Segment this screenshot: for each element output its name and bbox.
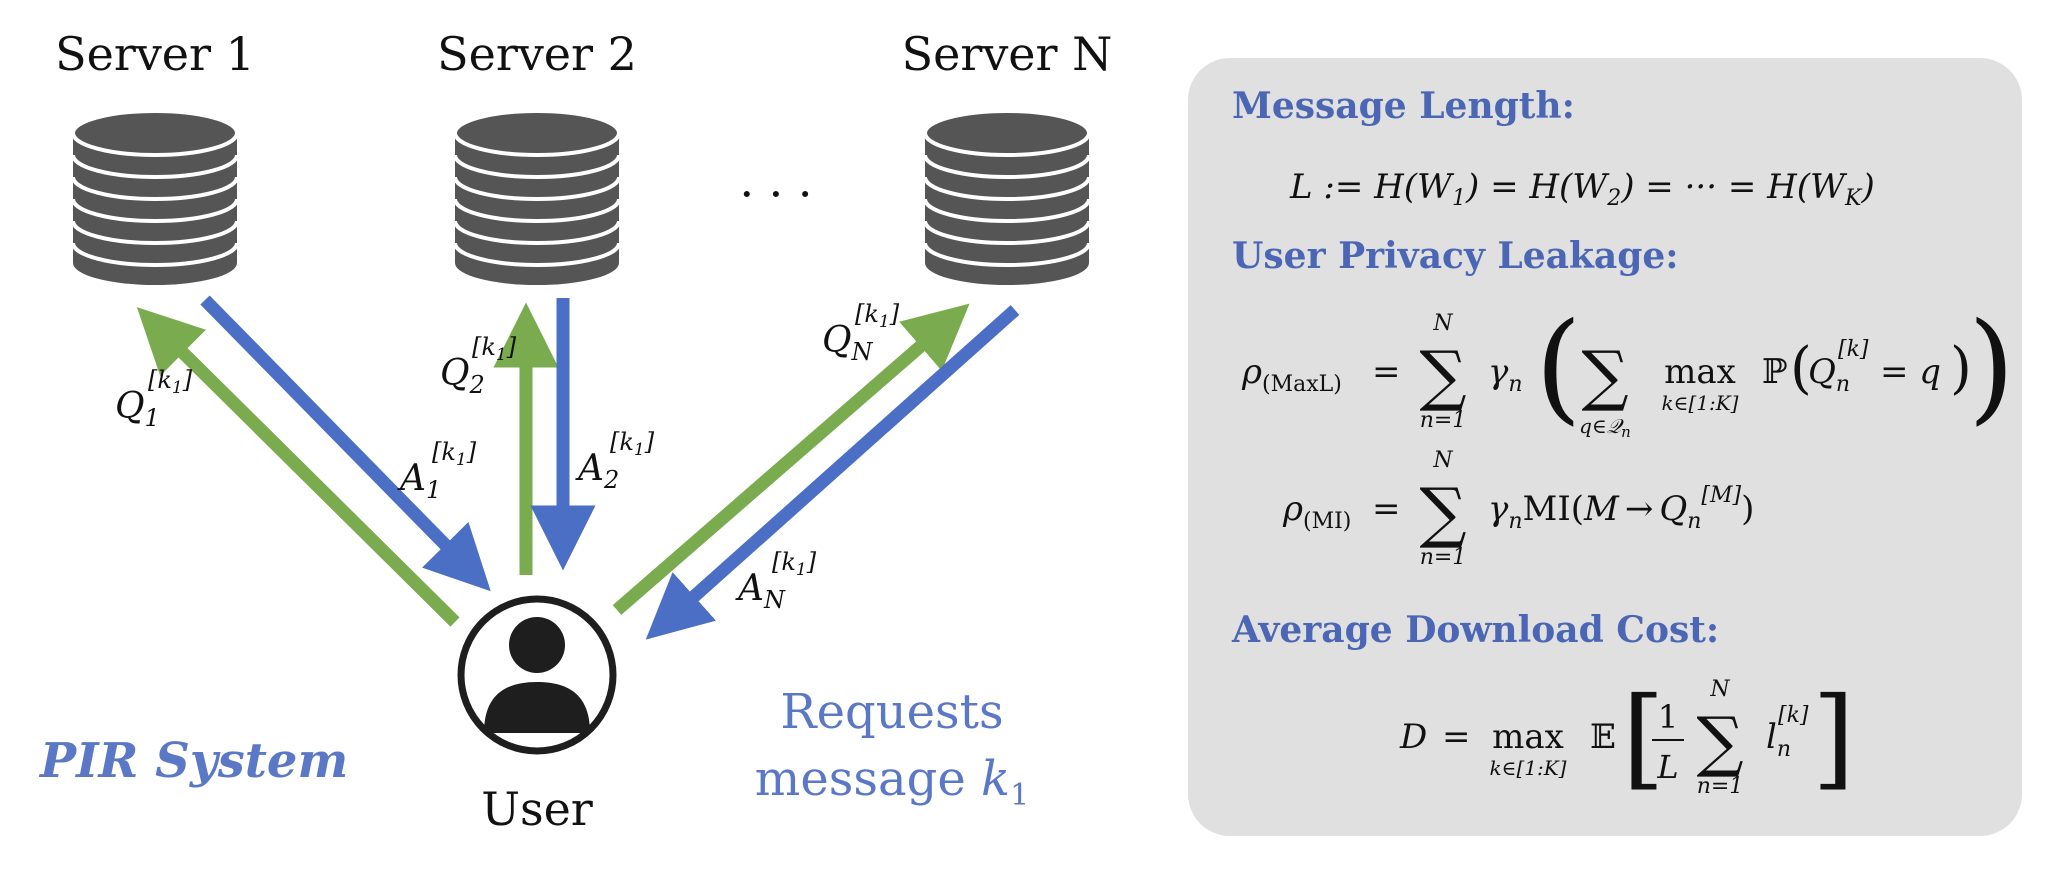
svg-text:∑: ∑ [1419, 474, 1466, 551]
answer-arrow-1 [200, 295, 491, 592]
svg-text:D: D [1399, 717, 1427, 757]
database-icon [453, 109, 621, 287]
svg-text:ρ(MaxL): ρ(MaxL) [1241, 352, 1342, 397]
privacy-title: User Privacy Leakage: [1232, 235, 1679, 277]
request-line-2: message k1 [755, 751, 1029, 813]
svg-text:1: 1 [1658, 698, 1678, 736]
svg-text:k∈[1:K]: k∈[1:K] [1662, 391, 1739, 415]
svg-text:n=1: n=1 [1420, 408, 1467, 433]
svg-text:Q1: Q1 [115, 386, 160, 432]
svg-text:N: N [1709, 677, 1730, 702]
svg-text:QN: QN [822, 320, 874, 366]
svg-text:A2: A2 [575, 448, 619, 494]
database-icon [71, 109, 239, 287]
svg-text:): ) [1950, 336, 1972, 401]
server-n-label: Server N [902, 27, 1113, 81]
svg-text:𝔼: 𝔼 [1590, 717, 1616, 757]
svg-text:[: [ [1622, 673, 1665, 801]
query-arrow-1 [136, 307, 460, 627]
database-icon [923, 109, 1091, 287]
svg-text:∑: ∑ [1696, 703, 1743, 780]
svg-text:n=1: n=1 [1420, 545, 1467, 570]
svg-text:=: = [1372, 489, 1401, 529]
svg-text:γnMI(M→Qn[M]): γnMI(M→Qn[M]) [1488, 483, 1754, 534]
label-qn: QN [k1] [822, 300, 900, 366]
maxl-equation: ρ(MaxL) = N ∑ n=1 γn ( ∑ q∈𝒬n max k∈[1:K… [1241, 298, 2015, 441]
label-q2: Q2 [k1] [440, 333, 517, 399]
formula-panel [1188, 58, 2022, 836]
request-line-1: Requests [780, 684, 1003, 740]
svg-text:[k]: [k] [1838, 337, 1869, 362]
svg-text:]: ] [1812, 673, 1855, 801]
server-2-label: Server 2 [437, 27, 637, 81]
svg-text:L: L [1656, 748, 1678, 786]
mi-equation: ρ(MI) = N ∑ n=1 γnMI(M→Qn[M]) [1282, 448, 1754, 570]
svg-text:∑: ∑ [1581, 337, 1628, 414]
ellipsis: · · · [739, 167, 812, 221]
svg-text:max: max [1492, 717, 1564, 757]
svg-text:k∈[1:K]: k∈[1:K] [1490, 756, 1567, 780]
label-q1: Q1 [k1] [115, 366, 193, 432]
svg-text:∑: ∑ [1419, 337, 1466, 414]
svg-text:=: = [1372, 352, 1401, 392]
user-label: User [481, 782, 593, 836]
svg-text:N: N [1432, 311, 1453, 336]
svg-text:Q2: Q2 [440, 353, 485, 399]
svg-text:[k1]: [k1] [772, 548, 817, 580]
label-a2: A2 [k1] [575, 428, 655, 494]
svg-text:Qn: Qn [1808, 352, 1850, 397]
svg-text:(: ( [1790, 336, 1812, 401]
svg-text:AN: AN [735, 568, 786, 614]
svg-text:q∈𝒬n: q∈𝒬n [1579, 414, 1631, 441]
svg-text:[k1]: [k1] [148, 366, 193, 398]
svg-text:ρ(MI): ρ(MI) [1282, 489, 1351, 534]
svg-text:N: N [1432, 448, 1453, 473]
svg-text:[k]: [k] [1778, 703, 1809, 728]
label-a1: A1 [k1] [397, 438, 477, 504]
svg-text:max: max [1664, 352, 1736, 392]
svg-text:=: = [1442, 717, 1471, 757]
svg-text:[k1]: [k1] [432, 438, 477, 470]
svg-text:n=1: n=1 [1697, 774, 1744, 799]
server-1-label: Server 1 [55, 27, 255, 81]
download-equation: D = max k∈[1:K] 𝔼 [ 1 L N ∑ n=1 ln [k] ] [1399, 673, 1855, 801]
user-icon [457, 595, 617, 755]
svg-text:[k1]: [k1] [855, 300, 900, 332]
download-title: Average Download Cost: [1231, 609, 1719, 651]
system-title: PIR System [38, 733, 348, 789]
query-arrow-n [612, 303, 970, 615]
svg-text:(: ( [1535, 298, 1582, 437]
svg-text:γn: γn [1488, 352, 1523, 397]
message-length-equation: L := H(W1) = H(W2) = ··· = H(WK) [1289, 167, 1875, 211]
message-length-title: Message Length: [1232, 85, 1575, 127]
svg-text:): ) [1968, 298, 2015, 437]
svg-text:A1: A1 [397, 458, 441, 504]
svg-text:ℙ: ℙ [1762, 352, 1788, 392]
svg-text:[k1]: [k1] [472, 333, 517, 365]
svg-text:ln: ln [1766, 717, 1791, 762]
svg-text:[k1]: [k1] [610, 428, 655, 460]
label-an: AN [k1] [735, 548, 817, 614]
answer-arrow-n [645, 305, 1020, 640]
svg-text:= q: = q [1880, 352, 1941, 392]
